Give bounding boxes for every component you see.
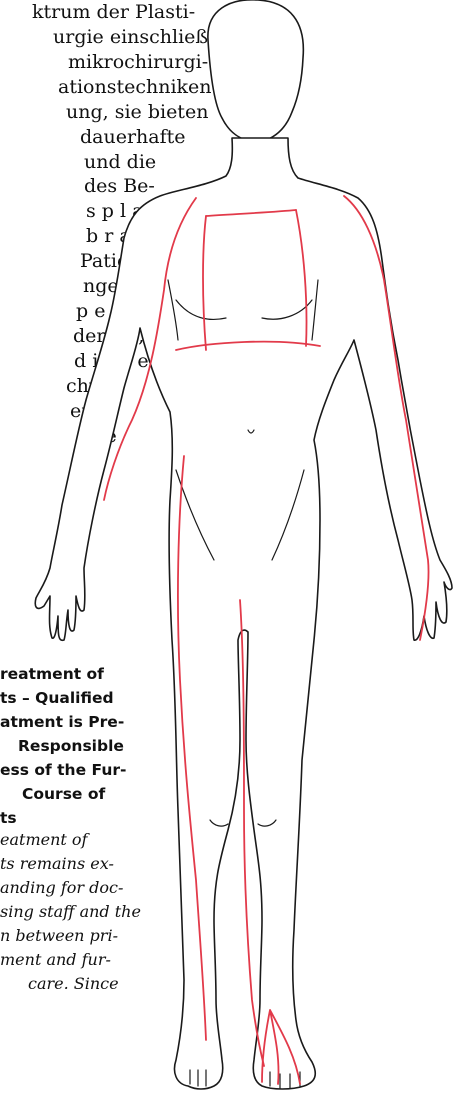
head-outline (208, 0, 303, 142)
body-silhouette (35, 138, 452, 1089)
